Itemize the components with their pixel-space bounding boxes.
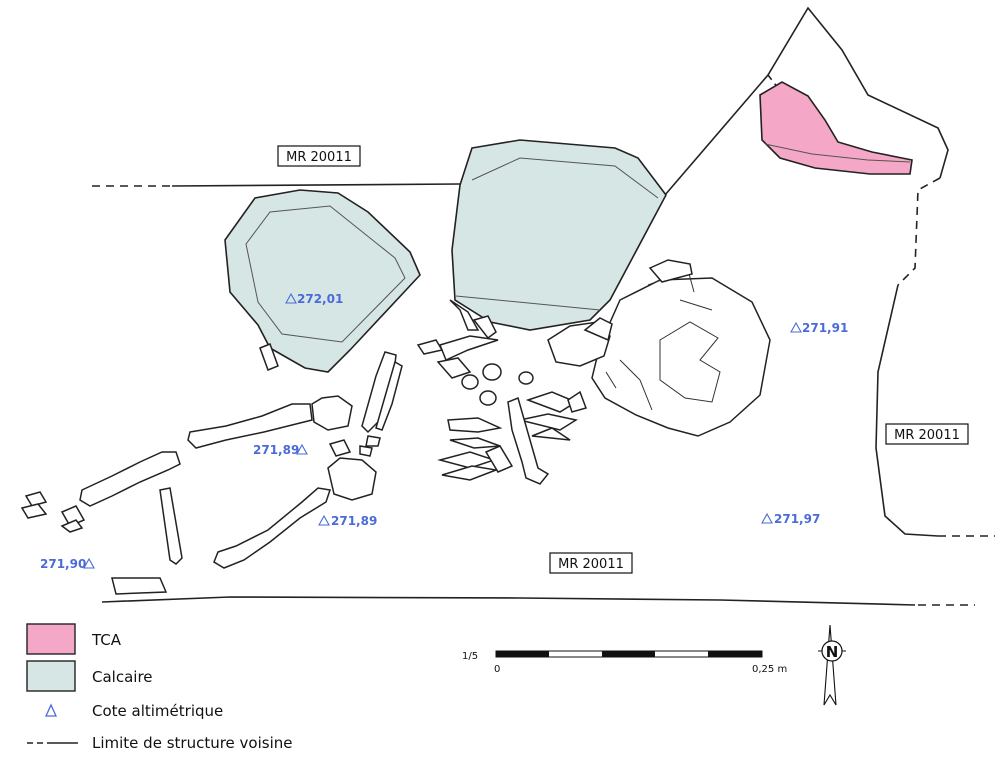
structure-outlines (92, 6, 995, 606)
wall-right-dashed (897, 177, 941, 286)
ulna (375, 360, 403, 431)
legend-tca-label: TCA (91, 631, 122, 649)
stone-left-inner (245, 205, 406, 343)
scale-end: 0,25 m (752, 664, 787, 675)
wall-bottom-line (101, 596, 916, 606)
altitude-271-89-a-label: 271,89 (253, 443, 299, 457)
skeleton (20, 259, 771, 595)
altitude-points: 272,01 271,91 271,89 271,89 271,97 271,9… (40, 292, 848, 571)
legend-cote-label: Cote altimétrique (92, 702, 223, 720)
legend-limite: Limite de structure voisine (27, 734, 292, 752)
scale-start: 0 (494, 664, 500, 675)
skull-fragment-top (648, 259, 693, 283)
rib-4 (436, 357, 472, 379)
foot-bone-4 (20, 503, 48, 519)
scale-ratio: 1/5 (462, 651, 478, 662)
north-label: N (826, 643, 839, 661)
wall-label-right: MR 20011 (885, 423, 969, 445)
humerus-center (507, 396, 550, 485)
foot-bone-2 (60, 519, 84, 533)
legend-cote: Cote altimétrique (44, 702, 223, 720)
vertebra-3 (479, 390, 497, 406)
rib-13 (441, 465, 499, 481)
north-arrow-icon (823, 624, 837, 706)
altitude-271-89-b: 271,89 (318, 514, 377, 528)
wall-label-top: MR 20011 (277, 145, 361, 167)
wall-right-line (664, 6, 949, 196)
bone-fragment-bottom (111, 577, 168, 595)
small-bone-3 (359, 445, 373, 457)
tibia-upper (79, 451, 181, 507)
small-bone-1 (328, 439, 352, 457)
wall-right-lower (875, 284, 939, 537)
wall-label-bottom-text: MR 20011 (558, 557, 624, 572)
patella (259, 343, 279, 371)
altitude-271-89-b-label: 271,89 (331, 514, 377, 528)
rib-7 (519, 413, 578, 431)
altitude-271-91-label: 271,91 (802, 321, 848, 335)
pelvis-upper (311, 395, 353, 431)
rib-10 (447, 417, 503, 433)
wall-label-bottom: MR 20011 (549, 552, 633, 574)
vertebra-4 (518, 371, 534, 385)
tca-edge (764, 143, 911, 163)
rib-8 (531, 427, 571, 441)
rib-11 (449, 437, 501, 449)
scale-bar: 1/5 0 0,25 m (462, 650, 787, 675)
altitude-272-01: 272,01 (285, 292, 343, 306)
altitude-271-97: 271,97 (761, 512, 820, 526)
fibula (159, 487, 183, 565)
wall-label-top-text: MR 20011 (286, 150, 352, 165)
legend-tca: TCA (26, 623, 122, 655)
legend-limite-label: Limite de structure voisine (92, 734, 292, 752)
stone-left (224, 189, 421, 373)
legend-calcaire-label: Calcaire (92, 668, 153, 686)
altitude-272-01-label: 272,01 (297, 292, 343, 306)
altitude-271-90-label: 271,90 (40, 557, 86, 571)
vertebra-2 (461, 374, 479, 390)
skull (591, 277, 771, 437)
stone-center (451, 139, 667, 331)
legend: TCA Calcaire Cote altimétrique Limite de… (26, 623, 292, 752)
calcaire-stones (224, 139, 667, 373)
tca-fragment (759, 81, 913, 175)
tca-shape (759, 81, 913, 175)
pelvis-lower (327, 457, 377, 501)
wall-label-right-text: MR 20011 (894, 428, 960, 443)
altitude-triangle-icon (44, 703, 58, 717)
rib-12 (437, 451, 497, 469)
altitude-271-97-label: 271,97 (774, 512, 820, 526)
rib-1 (449, 299, 480, 331)
altitude-271-91: 271,91 (790, 321, 848, 335)
foot-bone-3 (24, 491, 48, 507)
legend-calcaire: Calcaire (26, 660, 153, 692)
rib-3 (438, 335, 499, 362)
femur-lower (213, 487, 331, 569)
altitude-271-90: 271,90 (40, 557, 95, 571)
north-arrow: N (818, 624, 846, 706)
foot-bone-1 (60, 505, 86, 527)
wall-top-line (171, 183, 461, 187)
femur-upper (187, 403, 313, 449)
rib-5 (416, 339, 444, 355)
wall-labels: MR 20011 MR 20011 MR 20011 (277, 145, 969, 574)
small-bone-2 (365, 435, 381, 447)
mandible-part (583, 317, 613, 342)
altitude-271-89-a: 271,89 (253, 443, 308, 457)
stone-center-inner (455, 157, 659, 311)
radius (361, 351, 397, 434)
rib-9 (567, 390, 587, 413)
vertebra-1 (482, 363, 502, 381)
rib-14 (484, 445, 514, 473)
rib-2 (472, 315, 497, 340)
